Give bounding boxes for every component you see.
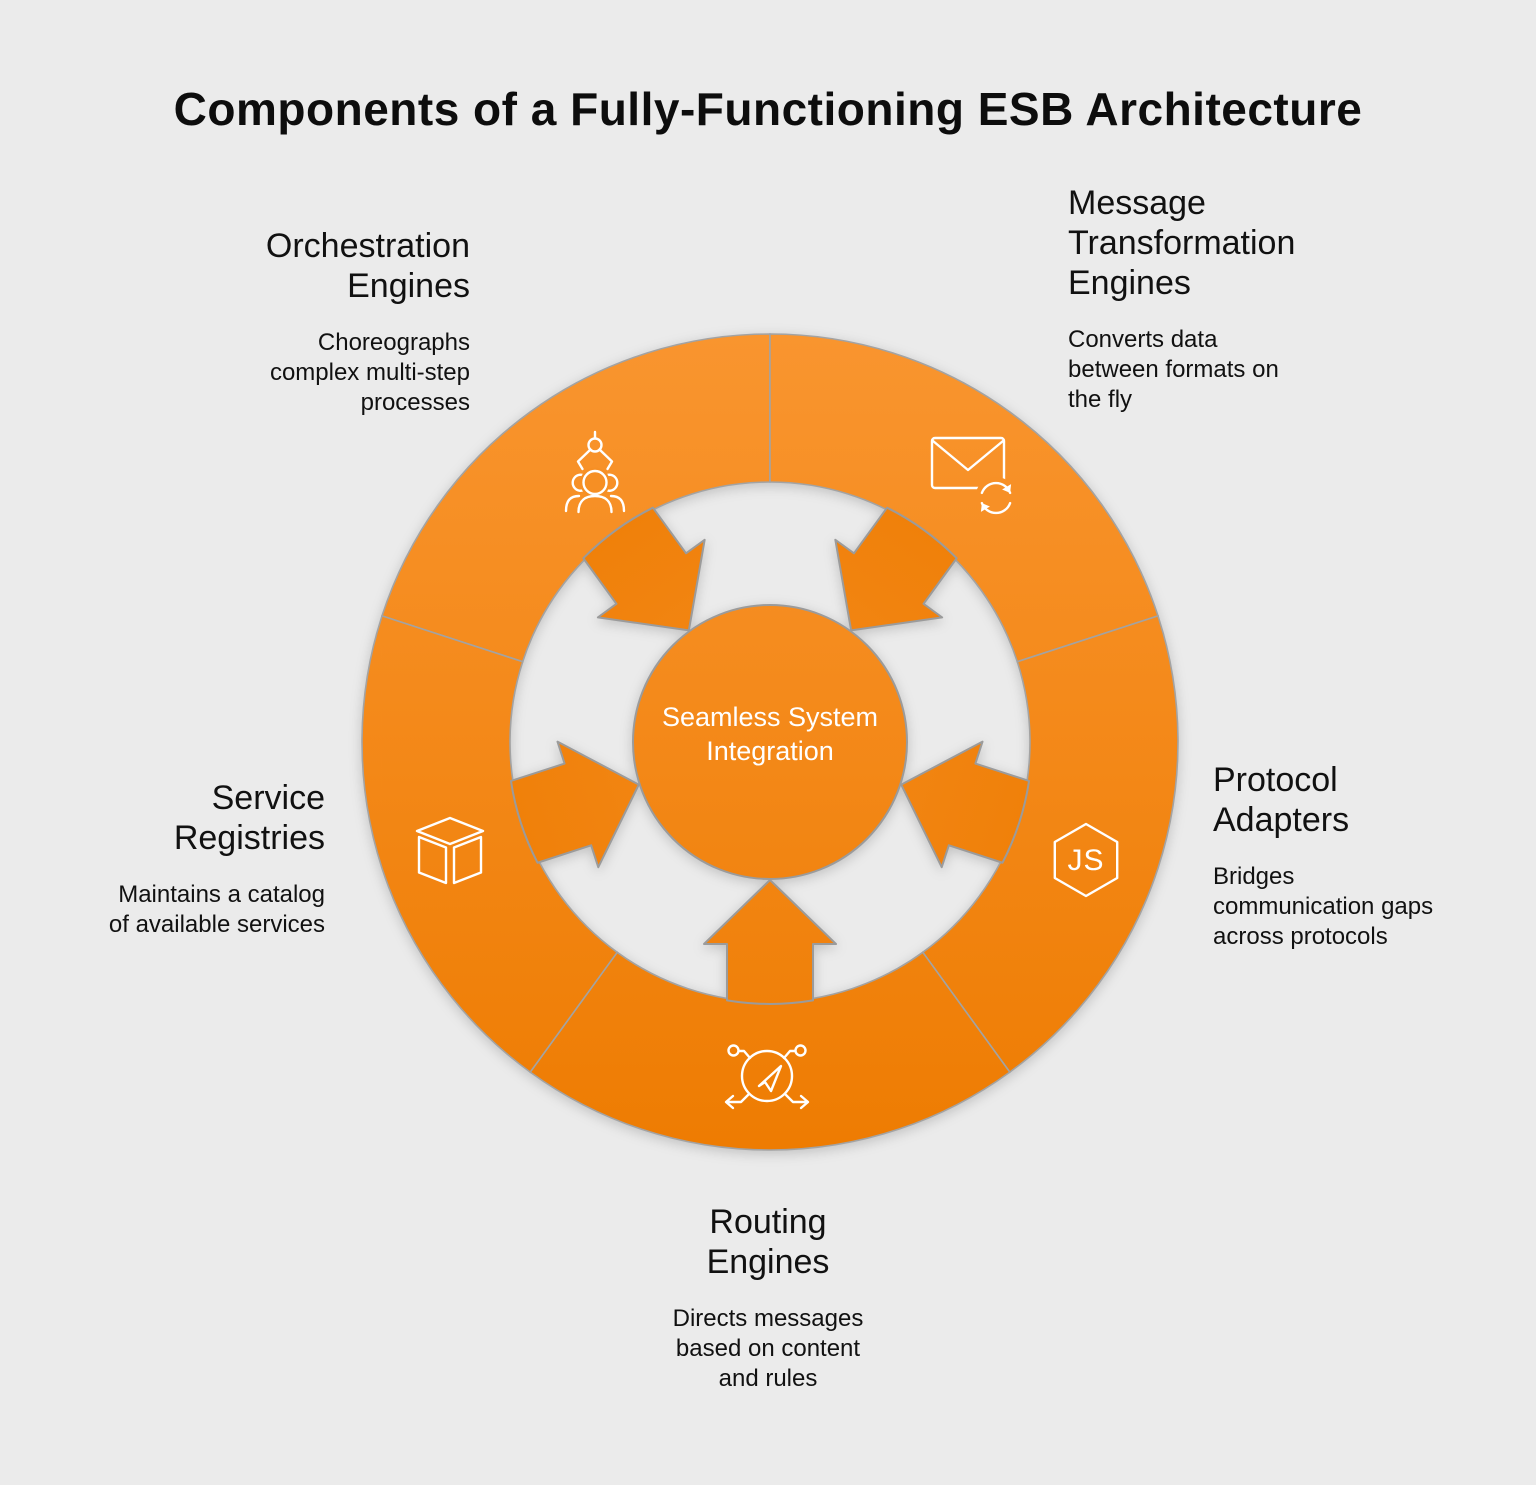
js-hexagon-icon: JS (1053, 822, 1119, 898)
label-block-routing-engines: Routing Engines Directs messages based o… (568, 1202, 968, 1394)
service-registries-heading: Service Registries (173, 779, 325, 857)
orchestration-description: Choreographs complex multi-step processe… (269, 329, 470, 416)
arrow-service (509, 740, 640, 869)
center-hub-circle (632, 604, 908, 880)
center-hub-label: Seamless System Integration (661, 702, 879, 766)
protocol-adapters-description: Bridges communication gaps across protoc… (1213, 863, 1434, 950)
converging-arrows (509, 506, 1031, 1005)
routing-engines-description: Directs messages based on content and ru… (672, 1305, 864, 1392)
envelope-sync-icon (930, 436, 1017, 519)
message-transformation-description: Converts data between formats on the fly (1068, 326, 1279, 413)
send-routing-icon (724, 1044, 810, 1110)
crane-over-team-icon (564, 430, 626, 514)
service-registries-description: Maintains a catalog of available service… (108, 881, 325, 938)
orchestration-heading: Orchestration Engines (265, 227, 470, 305)
protocol-adapters-heading: Protocol Adapters (1213, 761, 1350, 839)
segment-protocol-adapters (921, 614, 1179, 1074)
label-block-protocol-adapters: Protocol Adapters Bridges communication … (1213, 760, 1523, 952)
arrow-message (834, 506, 958, 632)
arrow-protocol (900, 740, 1031, 869)
routing-engines-heading: Routing Engines (706, 1203, 830, 1281)
label-block-message-transformation: Message Transformation Engines Converts … (1068, 183, 1398, 415)
arrow-routing (703, 879, 837, 1005)
js-hexagon-label: JS (1067, 844, 1104, 877)
segment-message-transformation (769, 333, 1160, 663)
arrow-orchestration (582, 506, 706, 632)
segment-orchestration (380, 333, 771, 663)
page-title: Components of a Fully-Functioning ESB Ar… (173, 83, 1363, 135)
wheel: JS (361, 333, 1179, 1151)
segment-service-registries (361, 614, 619, 1074)
cube-icon (415, 816, 485, 885)
message-transformation-heading: Message Transformation Engines (1068, 184, 1296, 302)
label-block-service-registries: Service Registries Maintains a catalog o… (5, 778, 325, 940)
ring-segments (361, 333, 1179, 1151)
label-block-orchestration: Orchestration Engines Choreographs compl… (150, 226, 470, 418)
